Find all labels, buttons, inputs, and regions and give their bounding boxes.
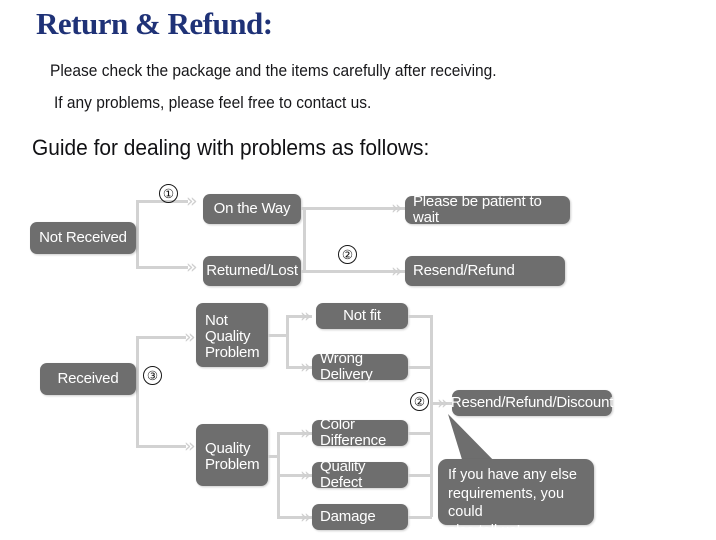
- connector-quality-to-colordifference: [277, 432, 312, 435]
- step-number-1: ①: [159, 184, 178, 203]
- connector-received-to-notquality: [136, 336, 186, 339]
- arrow-to-please-wait: »: [391, 197, 403, 219]
- connector-notquality-stub: [268, 334, 288, 337]
- node-resend-refund-discount[interactable]: Resend/Refund/Discount: [451, 390, 613, 416]
- connector-notreceived-spine: [136, 200, 139, 269]
- callout-tail-icon: [448, 414, 502, 469]
- node-on-the-way[interactable]: On the Way: [203, 194, 301, 224]
- arrow-to-wrong-delivery: »: [300, 356, 312, 378]
- connector-notquality-to-wrongdelivery: [286, 366, 312, 369]
- node-not-quality-problem[interactable]: Not Quality Problem: [196, 303, 268, 367]
- connector-merge-to-outcome: [430, 402, 452, 405]
- page-title: Return & Refund:: [36, 6, 273, 41]
- callout-bubble: If you have any else requirements, you c…: [438, 459, 594, 539]
- node-returned-lost[interactable]: Returned/Lost: [203, 256, 301, 286]
- arrow-to-resend-refund-discount: »: [437, 392, 449, 414]
- connector-merge-from-qualitydefect: [408, 474, 432, 477]
- node-resend-refund[interactable]: Resend/Refund: [405, 256, 565, 286]
- arrow-to-not-quality-problem: »: [184, 326, 196, 348]
- connector-merge-from-damage: [408, 516, 432, 519]
- connector-quality-to-damage: [277, 516, 312, 519]
- connector-received-to-quality: [136, 445, 186, 448]
- node-color-difference[interactable]: Color Difference: [312, 416, 408, 449]
- connector-merge-from-wrongdelivery: [408, 366, 432, 369]
- connector-top-vertical-link: [303, 207, 306, 273]
- arrow-to-damage: »: [300, 506, 312, 528]
- node-quality-problem[interactable]: Quality Problem: [196, 424, 268, 486]
- node-received[interactable]: Received: [40, 363, 136, 395]
- node-not-fit[interactable]: Not fit: [316, 303, 408, 329]
- step-number-3: ③: [143, 366, 162, 385]
- connector-merge-spine: [430, 315, 433, 517]
- connector-notquality-to-notfit: [286, 315, 312, 318]
- connector-received-spine: [136, 336, 139, 448]
- arrow-to-on-the-way: »: [186, 190, 198, 212]
- node-wrong-delivery[interactable]: Wrong Delivery: [312, 350, 408, 383]
- connector-notquality-split: [286, 315, 289, 367]
- arrow-to-resend-refund: »: [391, 260, 403, 282]
- connector-quality-to-qualitydefect: [277, 474, 312, 477]
- node-not-received[interactable]: Not Received: [30, 222, 136, 254]
- arrow-to-color-difference: »: [300, 422, 312, 444]
- step-number-2-bottom: ②: [410, 392, 429, 411]
- node-quality-defect[interactable]: Quality Defect: [312, 458, 408, 491]
- connector-returnedlost-to-resend-refund: [301, 270, 405, 273]
- step-number-2-top: ②: [338, 245, 357, 264]
- arrow-to-quality-defect: »: [300, 464, 312, 486]
- connector-notreceived-to-ontheway: [136, 200, 188, 203]
- intro-line-1: Please check the package and the items c…: [50, 62, 497, 80]
- arrow-to-returned-lost: »: [186, 256, 198, 278]
- connector-merge-from-colordifference: [408, 432, 432, 435]
- node-damage[interactable]: Damage: [312, 504, 408, 530]
- intro-line-2: If any problems, please feel free to con…: [54, 94, 372, 112]
- connector-quality-stub: [268, 455, 280, 458]
- guide-heading: Guide for dealing with problems as follo…: [32, 135, 430, 160]
- connector-ontheway-to-please-wait: [301, 207, 405, 210]
- arrow-to-quality-problem: »: [184, 435, 196, 457]
- connector-notreceived-to-returnedlost: [136, 266, 188, 269]
- node-please-be-patient-to-wait[interactable]: Please be patient to wait: [405, 193, 570, 226]
- arrow-to-not-fit: »: [300, 305, 312, 327]
- connector-merge-from-notfit: [408, 315, 432, 318]
